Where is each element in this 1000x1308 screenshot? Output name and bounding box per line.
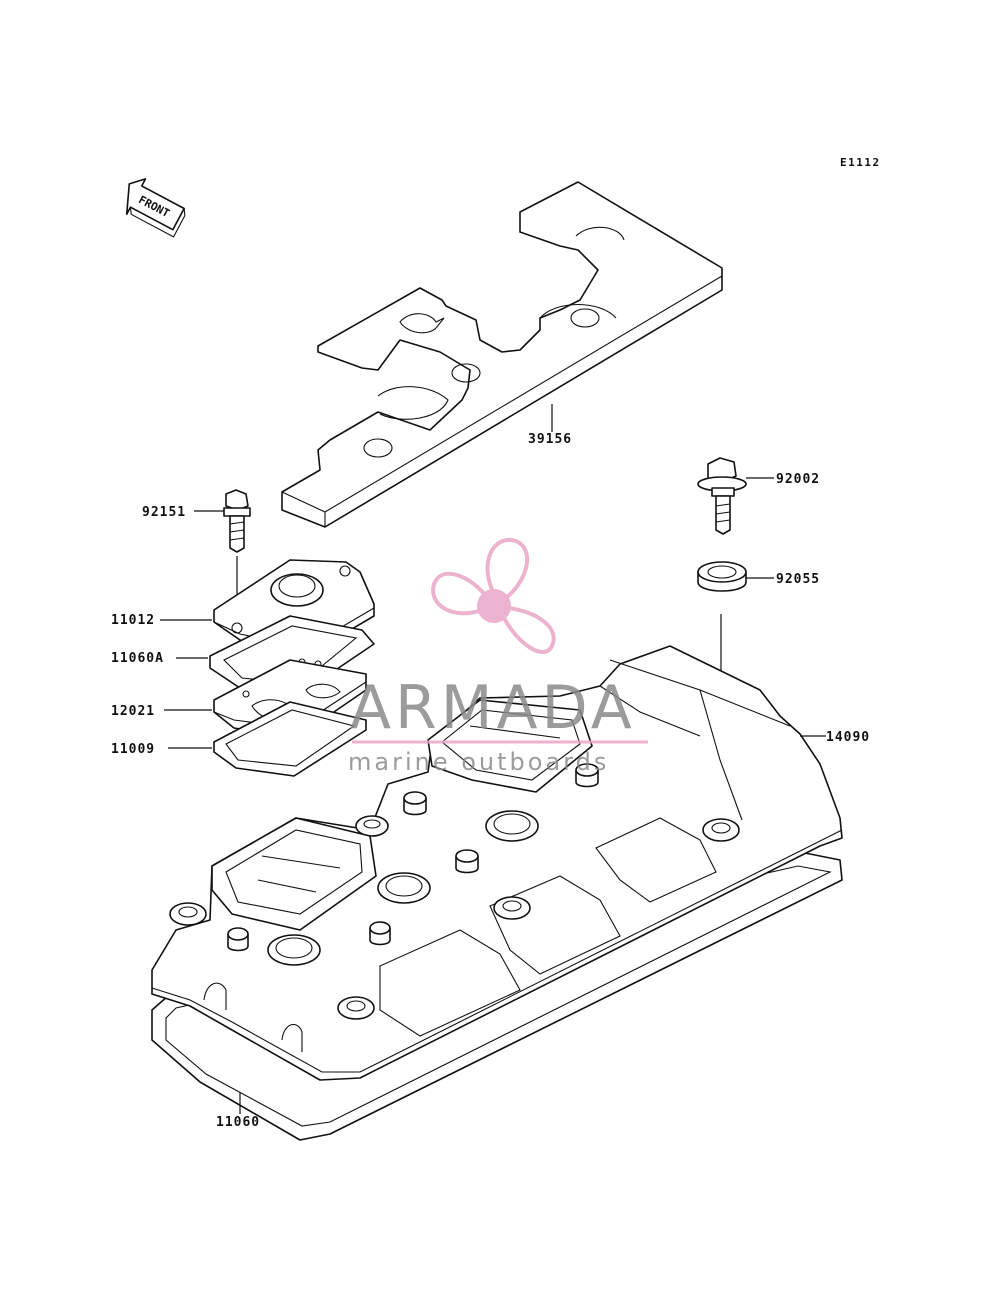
part-label-39156: 39156 — [528, 432, 572, 447]
part-92002-bolt — [697, 457, 747, 535]
part-39156-plate — [281, 181, 723, 528]
part-14090-cylinder-head-cover — [151, 645, 843, 1081]
part-label-11060A: 11060A — [111, 651, 164, 666]
part-label-12021: 12021 — [111, 704, 155, 719]
part-label-92002: 92002 — [776, 472, 820, 487]
part-label-11012: 11012 — [111, 613, 155, 628]
front-arrow-icon: FRONT — [125, 178, 186, 238]
propeller-icon — [431, 537, 556, 654]
part-label-11060: 11060 — [216, 1115, 260, 1130]
part-92151-bolt — [223, 489, 251, 553]
part-label-14090: 14090 — [826, 730, 870, 745]
part-label-92055: 92055 — [776, 572, 820, 587]
part-label-11009: 11009 — [111, 742, 155, 757]
armada-logo-watermark: ARMADA marine outboards — [348, 537, 648, 776]
part-11009-gasket — [213, 701, 367, 777]
part-92055-grommet — [697, 561, 747, 592]
diagram-code: E1112 — [840, 156, 881, 169]
part-label-92151: 92151 — [142, 505, 186, 520]
watermark-subtitle: marine outboards — [348, 748, 609, 776]
watermark-title: ARMADA — [350, 673, 636, 743]
